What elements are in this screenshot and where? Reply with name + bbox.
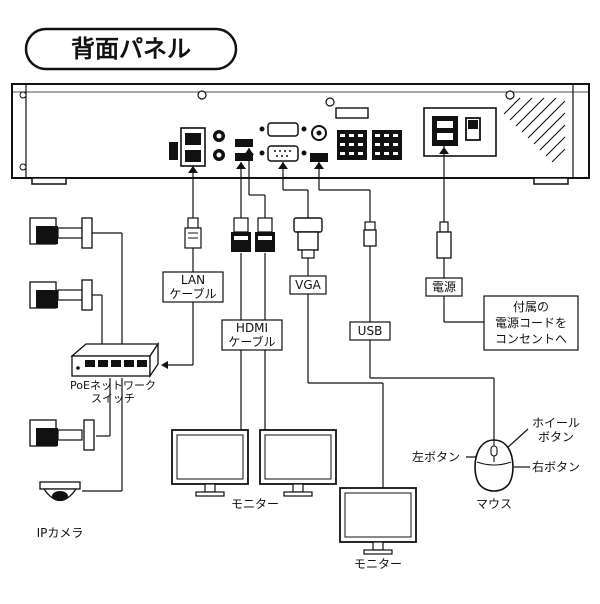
svg-text:LAN: LAN	[181, 273, 205, 287]
svg-text:コンセントへ: コンセントへ	[495, 332, 567, 346]
lan-connector-icon	[184, 217, 202, 249]
ip-camera-icon	[29, 419, 95, 451]
lan-cable-label: LAN ケーブル	[162, 271, 224, 303]
lan-port	[180, 127, 206, 167]
monitor-vga-label: モニター	[354, 557, 402, 571]
ip-camera-label: IPカメラ	[37, 526, 84, 540]
mouse-left-button-label: 左ボタン	[412, 449, 460, 464]
mouse-right-button-label: 右ボタン	[532, 459, 580, 474]
vga-port	[259, 145, 307, 162]
svg-text:USB: USB	[358, 324, 383, 338]
title-banner: 背面パネル	[24, 27, 238, 71]
screw-icon	[197, 90, 207, 100]
power-connector-icon	[436, 221, 452, 259]
vga-label: VGA	[289, 275, 327, 295]
ip-camera-icon	[29, 217, 93, 249]
serial-port	[259, 122, 307, 137]
usb-port	[310, 153, 328, 162]
svg-text:VGA: VGA	[295, 278, 322, 292]
svg-text:電源コードを: 電源コードを	[495, 316, 567, 330]
power-inlet	[423, 107, 497, 157]
vent-grille	[503, 97, 566, 163]
screw-icon	[325, 97, 335, 107]
audio-jacks	[213, 130, 225, 161]
reset-slot	[169, 142, 178, 160]
page-title: 背面パネル	[71, 35, 191, 63]
terminal-block	[335, 107, 369, 119]
svg-text:ケーブル: ケーブル	[169, 286, 216, 301]
svg-text:付属の: 付属の	[513, 300, 549, 314]
svg-text:ケーブル: ケーブル	[228, 334, 275, 349]
nvr-rear-panel	[11, 83, 590, 185]
arrow-heads	[161, 147, 449, 369]
dome-camera-icon	[39, 481, 81, 502]
foot-left	[31, 177, 67, 185]
usb-label: USB	[349, 321, 391, 341]
vga-connector-icon	[293, 217, 323, 259]
alarm-terminals	[337, 130, 402, 160]
poe-switch-label-2: スイッチ	[91, 392, 135, 405]
mouse-wheel-label-2: ボタン	[538, 430, 574, 444]
hdmi-ports	[235, 139, 253, 161]
screw-icon	[505, 90, 515, 100]
usb-connector-icon	[363, 221, 377, 247]
mouse-icon	[474, 439, 514, 492]
foot-right	[533, 177, 569, 185]
hdmi-connector-icon	[255, 217, 275, 252]
mouse-wheel-label: ホイール	[532, 416, 580, 430]
monitor-hdmi-label: モニター	[231, 497, 279, 511]
monitor-icon	[259, 429, 337, 497]
poe-switch-icon	[70, 341, 160, 379]
mouse-label: マウス	[476, 497, 512, 511]
poe-switch-label: PoEネットワーク	[70, 379, 156, 392]
power-label: 電源	[425, 277, 463, 297]
power-note: 付属の 電源コードを コンセントへ	[483, 295, 579, 351]
svg-text:電源: 電源	[432, 280, 456, 294]
hdmi-cable-label: HDMI ケーブル	[221, 319, 283, 351]
ip-camera-icon	[29, 279, 93, 311]
monitor-icon	[171, 429, 249, 497]
svg-text:HDMI: HDMI	[236, 321, 268, 335]
hdmi-connector-icon	[231, 217, 251, 252]
monitor-icon	[339, 487, 417, 555]
